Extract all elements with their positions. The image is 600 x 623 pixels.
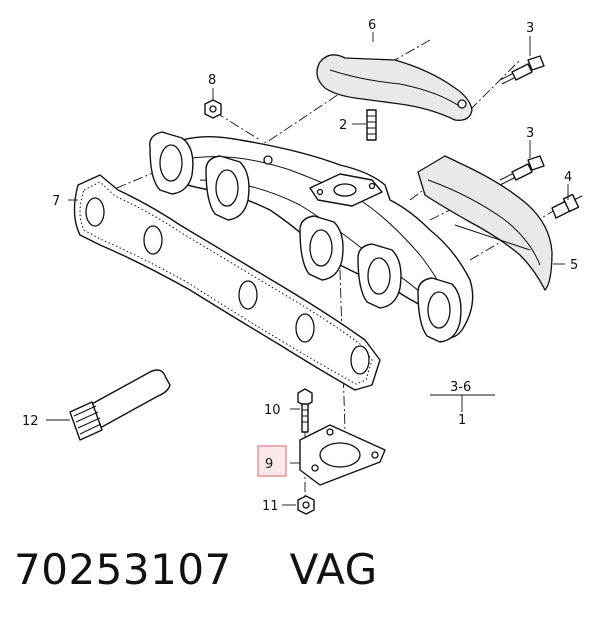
callout-1: 1 (458, 413, 466, 428)
callout-11: 11 (262, 499, 279, 514)
nut-11 (297, 495, 315, 515)
brand-name: VAG (289, 545, 378, 594)
stud-2 (366, 109, 377, 141)
manifold-gasket (73, 174, 381, 391)
callout-12: 12 (22, 414, 39, 429)
callout-6: 6 (368, 18, 376, 33)
part-number-footer: 70253107 VAG (14, 545, 378, 605)
bolt-3-upper (499, 55, 545, 85)
callout-7: 7 (52, 194, 60, 209)
heat-shield-lower (417, 155, 553, 291)
callout-labels: 6 3 8 2 3 4 7 5 3-6 1 10 12 9 11 (22, 18, 578, 514)
sealant-tube (69, 369, 171, 441)
exploded-parts-diagram: 6 3 8 2 3 4 7 5 3-6 1 10 12 9 11 (22, 18, 583, 515)
nut-8 (204, 99, 222, 119)
callout-3-lower: 3 (526, 126, 534, 141)
stud-4 (551, 193, 583, 219)
callout-2: 2 (339, 118, 347, 133)
callout-4: 4 (564, 170, 572, 185)
callout-10: 10 (264, 403, 281, 418)
callout-3-upper: 3 (526, 21, 534, 36)
heat-shield-upper (316, 54, 473, 121)
leader-lines (46, 32, 569, 506)
callout-5: 5 (570, 258, 578, 273)
callout-3-6: 3-6 (450, 380, 471, 395)
flange-gasket (299, 424, 386, 486)
part-number: 70253107 (14, 545, 232, 594)
bolt-10 (297, 388, 313, 433)
exhaust-manifold (149, 131, 474, 343)
callout-9-highlight (257, 445, 287, 477)
callout-8: 8 (208, 73, 216, 88)
callout-9: 9 (265, 457, 273, 472)
bolt-3-lower (499, 155, 545, 185)
